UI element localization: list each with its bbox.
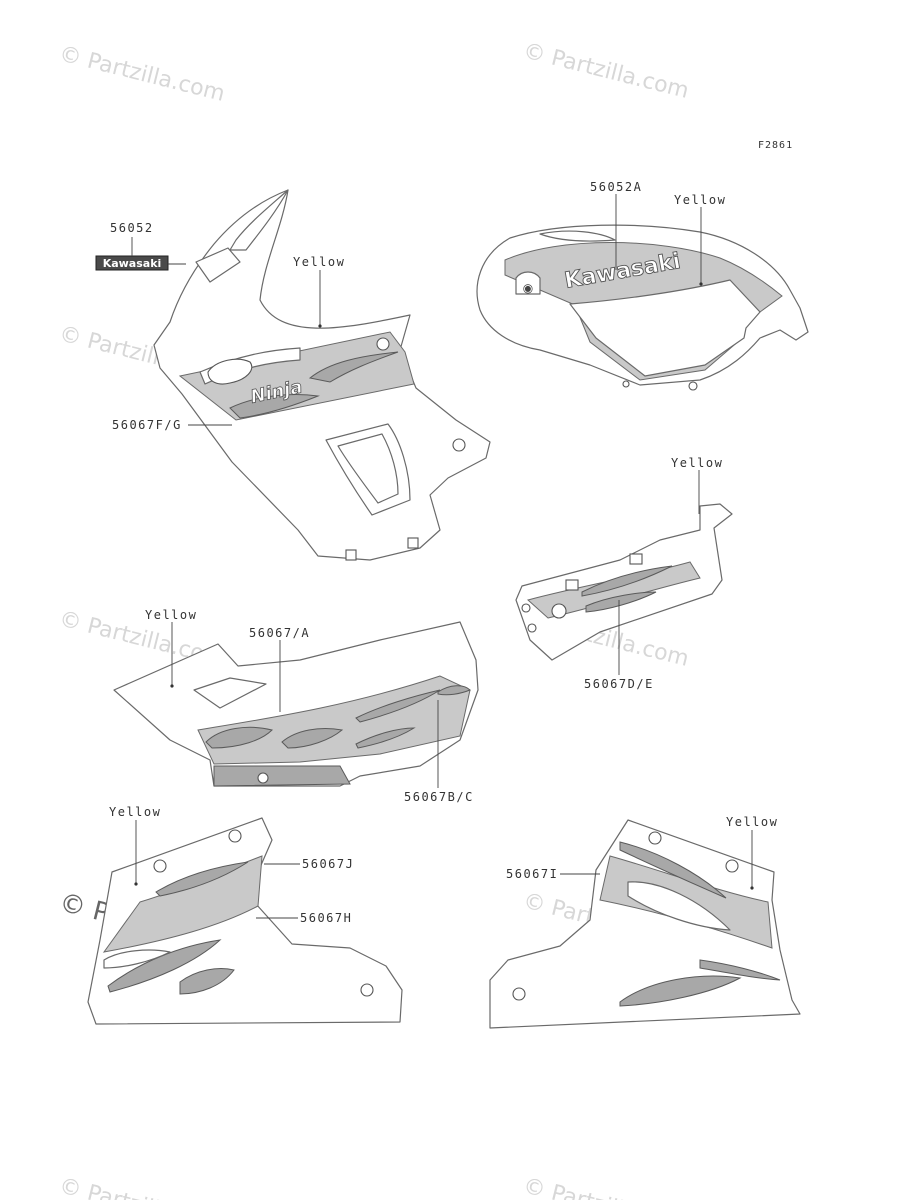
label-56067i: 56067I [506, 867, 558, 881]
label-56067h: 56067H [300, 911, 352, 925]
watermark-text: © Partzilla.com [521, 39, 692, 104]
callout-labels: 56052 Yellow 56067F/G 56052A Yellow Yell… [109, 180, 778, 925]
label-yellow: Yellow [109, 805, 161, 819]
watermark-text: © Partzilla.com [57, 1174, 228, 1200]
label-56052: 56052 [110, 221, 154, 235]
watermark-text: © Partzilla.com [57, 42, 228, 107]
watermark-text: © Partzilla.com [521, 1174, 692, 1200]
side-cover [515, 503, 733, 661]
label-yellow: Yellow [671, 456, 723, 470]
label-yellow: Yellow [293, 255, 345, 269]
label-56067fg: 56067F/G [112, 418, 182, 432]
lower-cowling-right [489, 819, 801, 1029]
middle-cowling [113, 621, 479, 787]
tank-emblem-icon: ◉ [523, 281, 533, 295]
figure-code: F2861 [758, 140, 793, 151]
label-56067de: 56067D/E [584, 677, 654, 691]
label-56067bc: 56067B/C [404, 790, 474, 804]
label-56067j: 56067J [302, 857, 354, 871]
leader-lines [131, 194, 754, 919]
label-yellow: Yellow [674, 193, 726, 207]
label-yellow: Yellow [145, 608, 197, 622]
label-56052a: 56052A [590, 180, 642, 194]
label-yellow: Yellow [726, 815, 778, 829]
kawasaki-decal: Kawasaki [95, 255, 169, 271]
kawasaki-decal-logo: Kawasaki [103, 257, 162, 270]
fuel-tank: Kawasaki ◉ [476, 224, 809, 391]
upper-fairing: Ninja [153, 189, 491, 561]
label-56067a: 56067/A [249, 626, 310, 640]
lower-cowling-left [87, 817, 403, 1025]
